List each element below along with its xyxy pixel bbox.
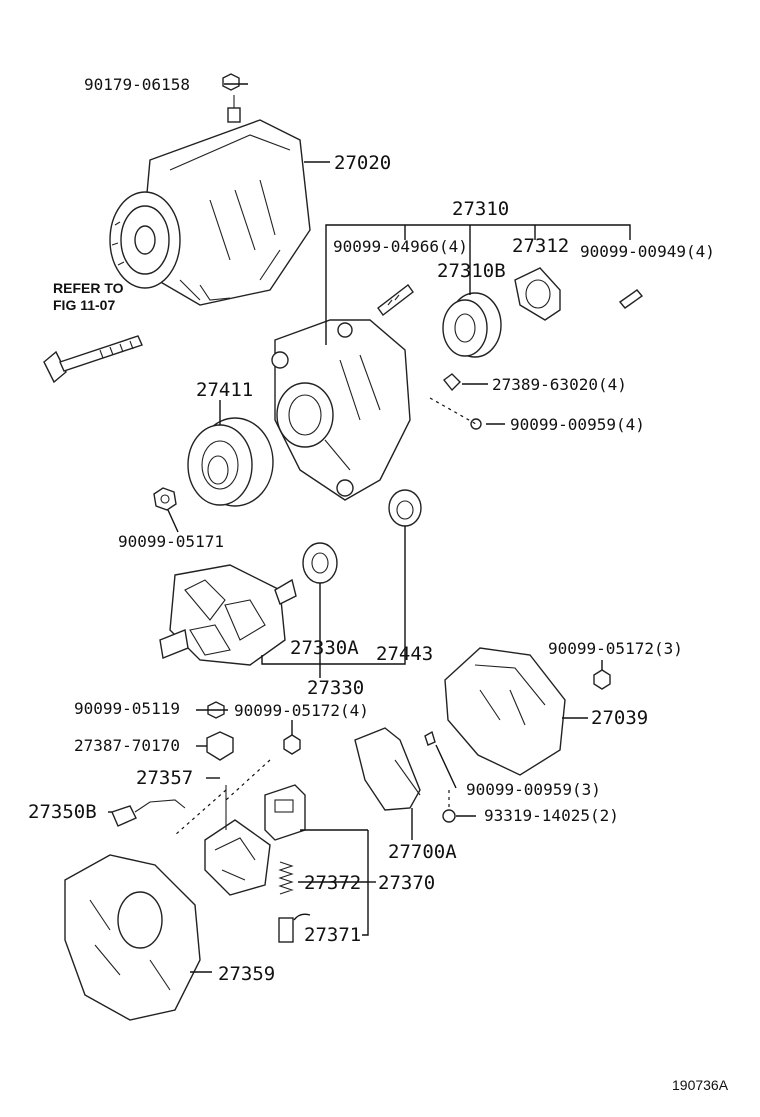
terminal-insulator-icon bbox=[206, 731, 234, 761]
label-27312: 27312 bbox=[512, 235, 569, 257]
label-90099-05171: 90099-05171 bbox=[118, 532, 224, 551]
label-90099-00949: 90099-00949(4) bbox=[580, 242, 715, 261]
pulley-icon bbox=[187, 417, 274, 507]
figure-id: 190736A bbox=[672, 1077, 729, 1093]
label-93319-14025: 93319-14025(2) bbox=[484, 806, 619, 825]
label-90099-04966: 90099-04966(4) bbox=[333, 237, 468, 256]
label-27443: 27443 bbox=[376, 643, 433, 665]
label-27350B: 27350B bbox=[28, 801, 97, 823]
part-labels: 90179-06158 27020 27310 90099-04966(4) 2… bbox=[28, 75, 729, 1093]
label-27357: 27357 bbox=[136, 767, 193, 789]
alternator-assembly-icon bbox=[109, 95, 311, 306]
label-90099-05119: 90099-05119 bbox=[74, 699, 180, 718]
label-90099-00959-4: 90099-00959(4) bbox=[510, 415, 645, 434]
label-27310B: 27310B bbox=[437, 260, 506, 282]
label-27359: 27359 bbox=[218, 963, 275, 985]
brush-holder-icon bbox=[264, 784, 306, 841]
pulley-nut-icon bbox=[153, 487, 177, 511]
nut-90099-05172-4-icon bbox=[283, 734, 301, 755]
cover-seal-icon bbox=[388, 489, 422, 527]
label-90179-06158: 90179-06158 bbox=[84, 75, 190, 94]
label-90099-05172-3: 90099-05172(3) bbox=[548, 639, 683, 658]
label-27372: 27372 bbox=[304, 872, 361, 894]
brush-spring-icon bbox=[278, 861, 294, 895]
clip-27389-icon bbox=[443, 373, 461, 392]
voltage-regulator-icon bbox=[354, 727, 421, 811]
bearing-27330a-icon bbox=[302, 542, 338, 584]
label-27370: 27370 bbox=[378, 872, 435, 894]
brush-icon bbox=[278, 917, 294, 943]
screw-90099-00949-icon bbox=[618, 289, 644, 309]
bearing-27310b-icon bbox=[442, 292, 502, 358]
label-27020: 27020 bbox=[334, 152, 391, 174]
label-27389-63020: 27389-63020(4) bbox=[492, 375, 627, 394]
label-27310: 27310 bbox=[452, 198, 509, 220]
rear-end-cover-icon bbox=[444, 647, 566, 776]
label-90099-05172-4: 90099-05172(4) bbox=[234, 701, 369, 720]
washer-93319-icon bbox=[442, 809, 456, 823]
label-90099-00959-3: 90099-00959(3) bbox=[466, 780, 601, 799]
screw-90099-00959-icon bbox=[470, 418, 482, 430]
label-27039: 27039 bbox=[591, 707, 648, 729]
through-bolt-icon bbox=[43, 335, 143, 384]
label-27371: 27371 bbox=[304, 924, 361, 946]
label-27700A: 27700A bbox=[388, 841, 457, 863]
nut-90099-05172-3-icon bbox=[593, 669, 611, 690]
label-27411: 27411 bbox=[196, 379, 253, 401]
leader-lines bbox=[108, 83, 631, 973]
drive-end-frame-icon bbox=[271, 319, 411, 501]
retainer-plate-icon bbox=[514, 267, 561, 321]
label-27330A: 27330A bbox=[290, 637, 359, 659]
rotor-icon bbox=[159, 564, 297, 666]
label-27330: 27330 bbox=[307, 677, 364, 699]
rectifier-icon bbox=[204, 785, 271, 896]
label-27387-70170: 27387-70170 bbox=[74, 736, 180, 755]
refer-note-line1: REFER TO bbox=[53, 280, 124, 296]
terminal-wire-icon bbox=[111, 799, 186, 827]
screw-90099-04966-icon bbox=[377, 284, 414, 316]
refer-note-line2: FIG 11-07 bbox=[53, 297, 115, 313]
rear-frame-icon bbox=[64, 854, 201, 1021]
nut-90179-06158-icon bbox=[222, 73, 240, 91]
screw-90099-00959-3-icon bbox=[424, 730, 436, 746]
